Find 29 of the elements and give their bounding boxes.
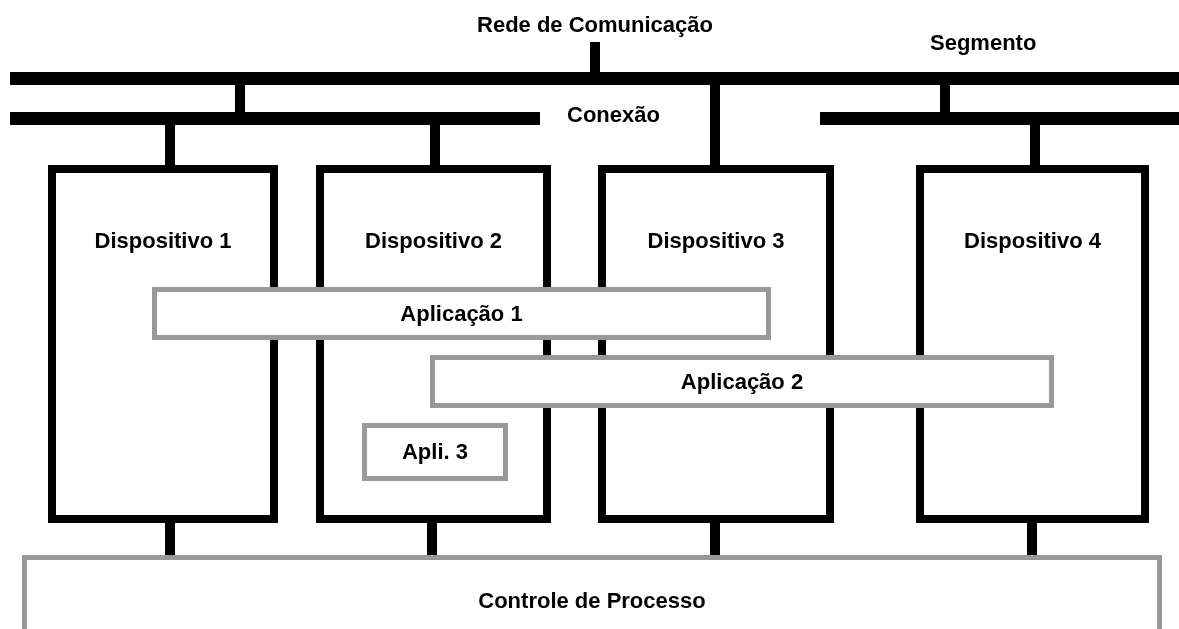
bus-bar <box>10 72 1179 85</box>
application-box <box>152 287 771 340</box>
connector-line <box>1030 125 1040 165</box>
connector-line <box>710 85 720 165</box>
application-label: Aplicação 2 <box>680 368 804 395</box>
application-box <box>362 423 508 481</box>
application-label: Apli. 3 <box>402 439 468 465</box>
device-box <box>916 165 1149 523</box>
connector-line <box>427 523 437 555</box>
process-box <box>22 555 1162 629</box>
application-label: Aplicação 1 <box>400 300 523 327</box>
connector-line <box>590 42 600 72</box>
connector-line <box>710 523 720 555</box>
bus-bar <box>10 112 540 125</box>
device-box <box>48 165 278 523</box>
connector-line <box>165 125 175 165</box>
bus-bar <box>820 112 1179 125</box>
application-box <box>430 355 1054 408</box>
device-label: Dispositivo 2 <box>364 228 503 254</box>
process-label: Controle de Processo <box>477 588 707 614</box>
connector-line <box>235 85 245 112</box>
connector-line <box>940 85 950 112</box>
network-label: Rede de Comunicação <box>425 8 765 42</box>
device-label: Dispositivo 1 <box>93 228 233 254</box>
device-label: Dispositivo 4 <box>963 228 1102 254</box>
device-label: Dispositivo 3 <box>646 228 786 254</box>
connector-line <box>430 125 440 165</box>
connector-line <box>165 523 175 555</box>
connector-line <box>1027 523 1037 555</box>
